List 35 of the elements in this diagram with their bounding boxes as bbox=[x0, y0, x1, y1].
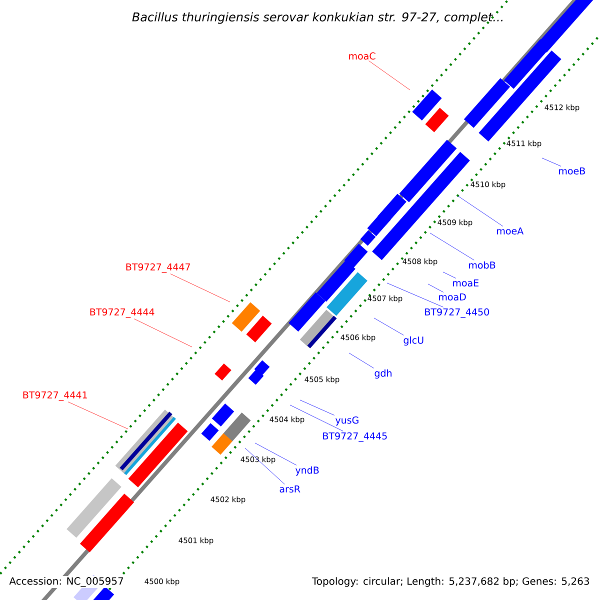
leader-line bbox=[430, 232, 474, 260]
leader-line bbox=[368, 60, 410, 90]
gene-label: arsR bbox=[280, 485, 300, 493]
gene-label: yusG bbox=[335, 416, 358, 426]
gene-label: gdh bbox=[374, 369, 392, 379]
gene-label: yndB bbox=[295, 466, 319, 476]
gene-label: mobB bbox=[469, 261, 496, 269]
footer-text: Accession: NC_005957 bbox=[8, 576, 125, 588]
leader-line bbox=[290, 404, 344, 432]
leader-line bbox=[68, 402, 128, 430]
gene-label: BT9727_4450 bbox=[425, 308, 489, 318]
gene-label: moeB bbox=[559, 167, 585, 175]
leader-line bbox=[458, 196, 504, 226]
gene-label: moaE bbox=[453, 279, 478, 287]
gene-label: moaD bbox=[439, 293, 466, 301]
footer-text: Topology: circular; Length: 5,237,682 bp; Genes: 5,263 bbox=[310, 576, 591, 588]
leader-line bbox=[170, 274, 230, 302]
gene-label: BT9727_4445 bbox=[323, 432, 387, 442]
leader-line bbox=[134, 318, 192, 348]
gene-label: BT9727_4447 bbox=[126, 263, 190, 273]
gene-label: BT9727_4444 bbox=[90, 308, 154, 318]
leader-line bbox=[244, 448, 285, 484]
leader-line bbox=[442, 272, 456, 278]
leader-line bbox=[374, 318, 404, 336]
gene-label: glcU bbox=[404, 336, 424, 346]
gene-label: moaC bbox=[349, 52, 376, 60]
title: Bacillus thuringiensis serovar konkukian str. 97-27, complet... bbox=[132, 12, 503, 24]
leader-line bbox=[386, 282, 444, 308]
gene-label: BT9727_4441 bbox=[23, 391, 87, 401]
leader-line bbox=[300, 400, 335, 416]
leader-line bbox=[348, 352, 374, 368]
leader-line bbox=[542, 158, 562, 166]
leader-line bbox=[254, 442, 297, 466]
leader-line bbox=[428, 284, 444, 292]
gene-label: moeA bbox=[497, 227, 524, 235]
